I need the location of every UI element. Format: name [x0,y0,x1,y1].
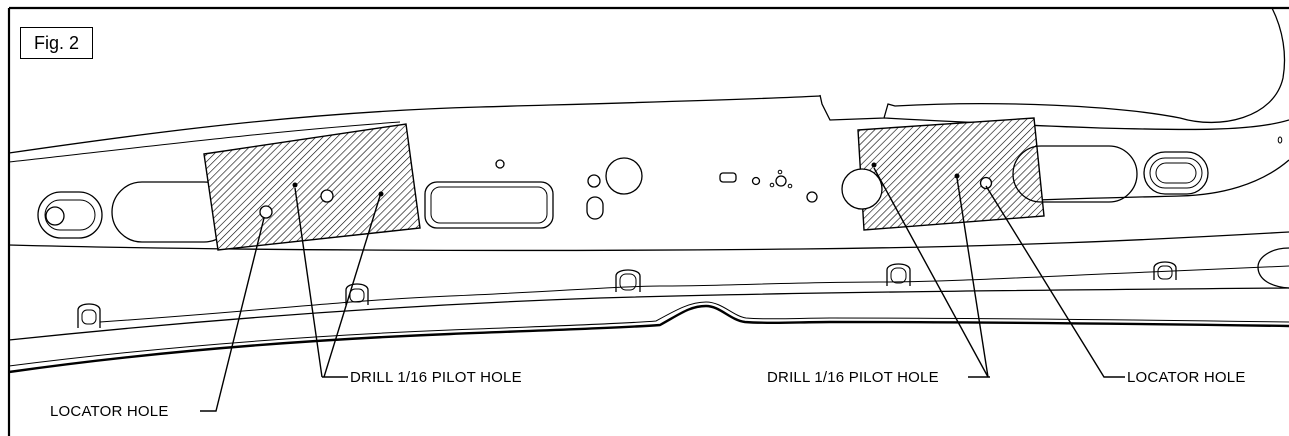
center-hole-a [587,174,601,188]
left-pilot-mark-2 [378,191,384,197]
center-large-hole [605,157,643,195]
center-small-hole [495,159,505,169]
center-hole-b [751,176,761,186]
left-small-slot [37,191,103,239]
lower-flange-edge [8,287,1289,341]
far-right-tiny-hole [1277,136,1283,144]
right-small-slot [1143,151,1209,195]
center-oval-hole [586,196,604,220]
right-pilot-mark-2 [954,173,960,179]
callout-drill-pilot-hole-left: DRILL 1/16 PILOT HOLE [350,369,522,386]
panel-inner-edge [8,121,401,163]
right-hatched-area [857,117,1045,231]
leader-left-drill-2 [323,195,381,378]
leader-right-drill-1 [873,167,989,378]
flange-tab-4 [886,263,911,286]
flange-tab-2 [345,283,369,305]
flange-tab-3 [615,269,641,292]
callout-drill-pilot-hole-right: DRILL 1/16 PILOT HOLE [767,369,939,386]
callout-locator-hole-right: LOCATOR HOLE [1127,369,1246,386]
panel-bottom-edge [8,304,1289,374]
leader-left-locator [200,217,265,412]
center-hole-cluster [769,169,793,189]
leader-right-locator [985,185,1125,378]
leader-left-drill-1 [294,187,323,378]
callout-locator-hole-left: LOCATOR HOLE [50,403,169,420]
center-hole-c [806,191,818,203]
left-hatched-area [203,123,421,251]
flange-tabs [77,261,1177,328]
upper-right-contour [819,7,1286,124]
page-frame [7,6,1289,436]
center-slot [424,181,554,229]
flange-tab-5 [1153,261,1177,280]
right-pilot-mark-1 [871,162,877,168]
left-locator-hole [259,205,273,219]
leader-lines [200,167,1125,412]
figure-label: Fig. 2 [20,27,93,59]
panel-top-contour [8,95,821,154]
center-small-slot [719,172,737,183]
panel-middle-edge [8,231,1289,252]
right-large-hole [841,168,883,210]
far-right-opening [1257,247,1289,289]
left-hole [320,189,334,203]
panel-bottom-edge-inner [8,301,1289,367]
right-large-slot [1012,145,1138,203]
left-pilot-mark-1 [292,182,298,188]
panel-top-contour-right [883,117,1289,131]
flange-inner-edge [99,265,1289,323]
leader-right-drill-2 [956,177,989,378]
right-locator-hole [979,176,993,190]
flange-tab-1 [77,303,101,328]
